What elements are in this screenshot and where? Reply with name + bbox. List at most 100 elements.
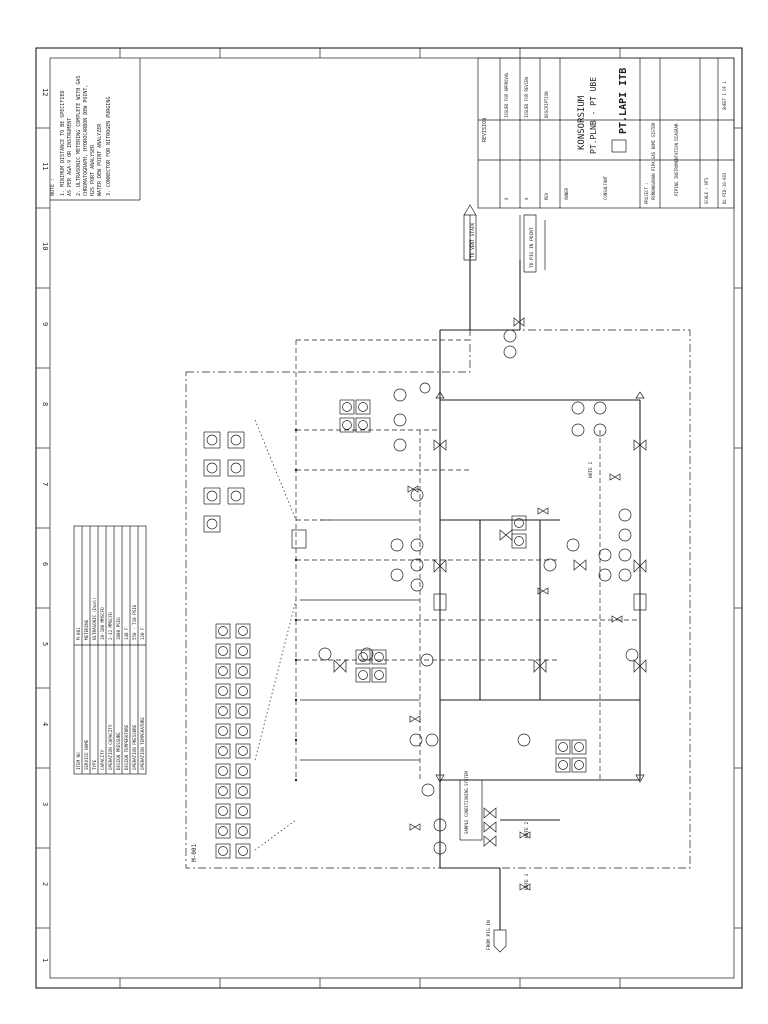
inner-border (49, 57, 735, 979)
drawing-scale: SCALE : NTS (704, 177, 709, 204)
zone-number: 12 (41, 88, 49, 96)
instrument-bubble (566, 538, 580, 552)
skid-boundary (185, 329, 691, 869)
instrument-bubble (593, 423, 607, 437)
revision-number: REV (544, 192, 549, 200)
meter-run-2 (633, 593, 647, 611)
revision-row: ISSUED FOR REVIEW (524, 76, 529, 118)
spec-label: OPERATION TEMPERATURE (140, 717, 145, 770)
instrument-bubble (425, 733, 439, 747)
drawing-title: PIPING INSTRUMENTATION DIAGRAM (674, 123, 679, 196)
instrument-bubble (571, 401, 585, 415)
title-block: REVISION ISSUED FOR APPROVAL 0 ISSUED FO… (477, 57, 735, 209)
zone-number: 6 (41, 562, 49, 566)
instrument-bubble (598, 568, 612, 582)
manual-valves (407, 473, 623, 891)
instrument-bubble (318, 647, 332, 661)
spec-value: 140 F (124, 627, 129, 640)
instrument-bubble (409, 733, 423, 747)
revision-row: DESCRIPTION (544, 91, 549, 118)
signal-lines (295, 339, 640, 780)
note-reference: NOTE 3 (524, 873, 530, 890)
consultant-label: CONSULTANT (603, 175, 608, 200)
zone-number: 8 (41, 402, 49, 406)
border-zone-numbers: 12 11 10 9 8 7 6 5 4 3 2 1 (41, 88, 49, 962)
note-line: WATER DEW POINT ANALYZER (97, 123, 103, 196)
instrument-bubble (393, 413, 407, 427)
inlet-label: FROM PIG IN (486, 920, 492, 950)
instrument-bubble (410, 538, 424, 552)
instrument-bubble (571, 423, 585, 437)
revision-number: A (524, 197, 529, 200)
instrument-bubble (433, 818, 447, 832)
spec-label: TYPE (92, 759, 97, 770)
instrument-bubble (618, 508, 632, 522)
ultrasonic-meters (433, 593, 647, 611)
instrument-bubble (419, 382, 431, 394)
spec-value: METERING (84, 619, 89, 640)
instrument-bubble (618, 568, 632, 582)
notes-section: NOTE : 1. MINIMUM DISTANCE TO BE SPECIFI… (50, 58, 141, 201)
spec-label: SERVICE NAME (84, 739, 89, 770)
skid-tag: M-001 (191, 844, 198, 862)
spec-value: 1000 PSIG (116, 617, 121, 640)
inlet-connection: FROM PIG IN (486, 920, 507, 953)
note-line: AS PER AGA-9 OR INSTRUMENT (67, 118, 73, 196)
consultant-name: PT.LAPI ITB (618, 68, 629, 134)
project-name: PEMBANGUNAN PIPA GAS BUMI SISTEM (651, 122, 656, 200)
owner-name: KONSORSIUM (577, 95, 587, 150)
instrument-bubble (618, 528, 632, 542)
valves (333, 317, 647, 847)
instrument-bubble (625, 648, 639, 662)
revision-row: ISSUED FOR APPROVAL (504, 72, 509, 118)
flow-computer (291, 529, 307, 549)
note-line: H2S PORT ANALYSER (90, 144, 96, 196)
revision-header: REVISION (482, 118, 488, 142)
instrument-bubble (598, 548, 612, 562)
zone-number: 1 (41, 958, 49, 962)
project-label: PROJECT : (644, 182, 649, 204)
spec-label: OPERATION PRESSURE (132, 724, 137, 770)
note-reference: NOTE 2 (524, 821, 530, 838)
instrument-bubble (503, 345, 517, 359)
spec-value: ULTRASONIC (Dual) (92, 597, 97, 640)
instrument-bubble (390, 538, 404, 552)
instrument-bubble (420, 653, 434, 667)
spec-label: CAPACITY (100, 749, 105, 770)
instrument-bubble (517, 733, 531, 747)
instrument-bubble (393, 438, 407, 452)
note-reference: NOTE 1 (588, 461, 594, 478)
drawing-sheet: SHEET 1 OF 1 (722, 81, 727, 110)
spec-label: DESIGN TEMPERATURE (124, 724, 129, 770)
instrument-bubble (410, 578, 424, 592)
capillary-lines (254, 419, 297, 851)
meter-run-1 (433, 593, 447, 611)
spec-value: M-001 (76, 627, 81, 640)
notes-header: NOTE : (50, 178, 56, 196)
consultant-logo-icon (611, 139, 627, 153)
instrument-bubbles (318, 329, 639, 855)
instrument-bubble (433, 841, 447, 855)
instrument-bubble (593, 401, 607, 415)
drawing-number: DL-PID-10-003 (722, 172, 727, 204)
instrument-lines (300, 215, 546, 761)
sample-conditioning-box (459, 779, 483, 841)
spec-table: ITEM NO M-001 SERVICE NAME METERING TYPE… (73, 525, 147, 775)
spec-label: ITEM NO (76, 752, 81, 770)
instrument-bubble (410, 488, 424, 502)
zone-number: 4 (41, 722, 49, 726)
instrument-bubble (410, 558, 424, 572)
zone-number: 7 (41, 482, 49, 486)
owner-label: OWNER (564, 187, 569, 200)
panel-instrument-column-b (215, 623, 251, 859)
zone-number: 3 (41, 802, 49, 806)
owner-subtitle: PT.PLNB - PT UBE (589, 77, 598, 154)
instrument-bubble (421, 783, 435, 797)
vent-label: TO VENT STACK (470, 222, 476, 258)
signal-junctions (294, 428, 298, 782)
instrument-bubble (360, 647, 374, 661)
sample-conditioning-label: SAMPLE CONDITIONING SYSTEM (464, 771, 469, 834)
instrument-bubble (503, 329, 517, 343)
